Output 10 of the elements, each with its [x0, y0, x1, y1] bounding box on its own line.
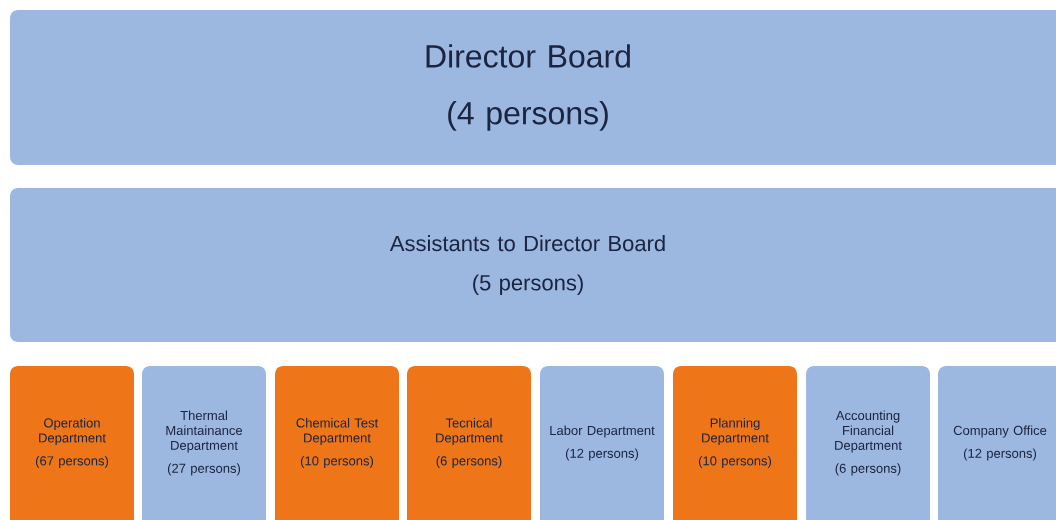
- department-box: Accounting Financial Department (6 persons): [806, 366, 930, 520]
- board-box: Director Board (4 persons): [10, 10, 1056, 165]
- department-box: Operation Department (67 persons): [10, 366, 134, 520]
- department-box: Tecnical Department (6 persons): [407, 366, 531, 520]
- board-box: Assistants to Director Board (5 persons): [10, 188, 1056, 342]
- department-box: Labor Department (12 persons): [540, 366, 664, 520]
- department-box: Chemical Test Department (10 persons): [275, 366, 399, 520]
- department-box: Planning Department (10 persons): [673, 366, 797, 520]
- department-box: Company Office (12 persons): [938, 366, 1056, 520]
- department-box: Thermal Maintainance Department (27 persons): [142, 366, 266, 520]
